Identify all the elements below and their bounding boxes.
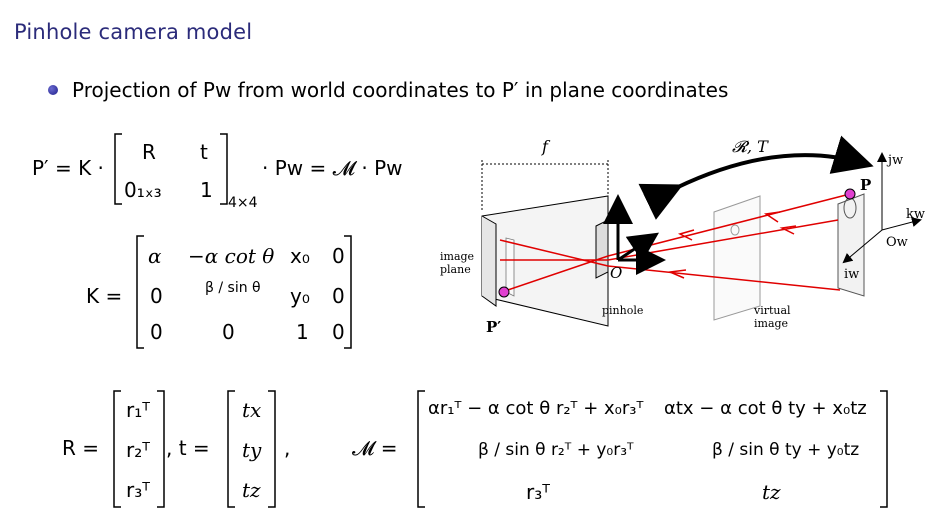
virtual-image-label-line2: image — [754, 317, 788, 330]
eq-K-r1c1: β / sin θ — [205, 280, 261, 296]
eq-top-one: 1 — [200, 178, 213, 202]
ray-bottom-inside — [499, 239, 609, 267]
eq-M-r1c1: β / sin θ ty + y₀tz — [712, 440, 860, 460]
eq-t-row3: tz — [242, 478, 261, 502]
world-axis-i — [842, 229, 883, 264]
image-plane-label-line2: plane — [440, 263, 471, 276]
eq-M-r2c1: tz — [762, 480, 781, 504]
pinhole-plate — [595, 219, 609, 279]
eq-R-row3: r₃ᵀ — [126, 478, 150, 502]
eq-K-r2c1: 0 — [222, 320, 235, 344]
slide-title: Pinhole camera model — [14, 20, 253, 44]
eq-top-brackets — [114, 133, 228, 205]
ray-top-arrow2-icon — [677, 229, 695, 241]
eq-K-r2c2: 1 — [296, 320, 309, 344]
image-plane-label-line1: image — [440, 250, 474, 263]
eq-K-brackets — [136, 235, 352, 349]
eq-K-r0c0: α — [148, 244, 162, 268]
eq-top-rhs: · Pw = 𝓜 · Pw — [262, 156, 403, 180]
eq-t-row2: ty — [242, 438, 262, 462]
bullet-text: Projection of Pw from world coordinates … — [72, 78, 728, 102]
eq-K-r0c3: 0 — [332, 244, 345, 268]
virtual-image-label-line1: virtual — [753, 304, 791, 317]
eq-t-trail: , — [284, 436, 291, 460]
ray-bottom-arrow-icon — [667, 269, 687, 279]
eq-R-lhs: R = — [62, 436, 100, 460]
world-axis-k-label: kw — [906, 207, 925, 222]
eq-R-row2: r₂ᵀ — [126, 438, 150, 462]
eq-K-lhs: K = — [86, 284, 123, 308]
eq-M-lhs: 𝓜 = — [352, 436, 398, 460]
ray-top-arrow-icon — [763, 211, 781, 223]
eq-K-r2c0: 0 — [150, 320, 163, 344]
object-plane — [837, 193, 865, 297]
eq-R-row1: r₁ᵀ — [126, 398, 150, 422]
rt-label: 𝓡, T — [732, 137, 769, 156]
point-Pprime-marker — [498, 286, 510, 298]
eq-t-lhs: , t = — [166, 436, 210, 460]
eq-top-dim: 4×4 — [228, 195, 258, 211]
eq-K-r0c2: x₀ — [290, 244, 310, 268]
eq-t-brackets — [227, 390, 276, 508]
eq-top-t: t — [200, 140, 208, 164]
ray-middle-arrow-icon — [779, 225, 797, 235]
image-plane-face — [481, 215, 497, 307]
eq-K-r2c3: 0 — [332, 320, 345, 344]
virtual-image-plane — [713, 195, 761, 321]
pinhole-diagram: f 𝓡, T jw kw Ow iw P P′ O image plane pi… — [440, 135, 925, 336]
eq-M-r1c0: β / sin θ r₂ᵀ + y₀r₃ᵀ — [478, 440, 634, 460]
bullet-dot-icon — [48, 85, 58, 95]
eq-K-r1c3: 0 — [332, 284, 345, 308]
bullet-text-content: Projection of Pw from world coordinates … — [72, 78, 729, 102]
pinhole-caption: pinhole — [602, 304, 643, 317]
world-axis-origin-label: Ow — [886, 235, 908, 250]
point-Pprime-label: P′ — [486, 318, 501, 336]
world-axis-i-label: iw — [844, 267, 859, 282]
eq-top-zero: 0₁ₓ₃ — [124, 178, 162, 202]
virtual-image-figure — [730, 224, 740, 236]
eq-top-lhs: P′ = K · — [32, 156, 104, 180]
eq-M-r2c0: r₃ᵀ — [526, 480, 550, 504]
eq-top-R: R — [142, 140, 156, 164]
cam-axis-depth — [617, 232, 659, 262]
pinhole-O-label: O — [610, 264, 622, 282]
eq-M-brackets — [417, 390, 888, 508]
eq-M-r0c0: αr₁ᵀ − α cot θ r₂ᵀ + x₀r₃ᵀ — [428, 398, 644, 419]
point-P-marker — [844, 188, 856, 200]
image-plane-inner — [505, 237, 515, 297]
world-axis-k — [881, 217, 922, 231]
eq-K-r1c2: y₀ — [290, 284, 310, 308]
eq-K-r1c0: 0 — [150, 284, 163, 308]
world-axis-j-label: jw — [886, 153, 903, 168]
eq-t-row1: tx — [242, 398, 262, 422]
eq-K-r0c1: −α cot θ — [188, 244, 275, 268]
eq-R-brackets — [113, 390, 165, 508]
rt-arrow — [638, 135, 874, 220]
point-P-label: P — [860, 176, 871, 194]
focal-length-label: f — [541, 137, 551, 156]
eq-M-r0c1: αtx − α cot θ ty + x₀tz — [664, 398, 867, 419]
